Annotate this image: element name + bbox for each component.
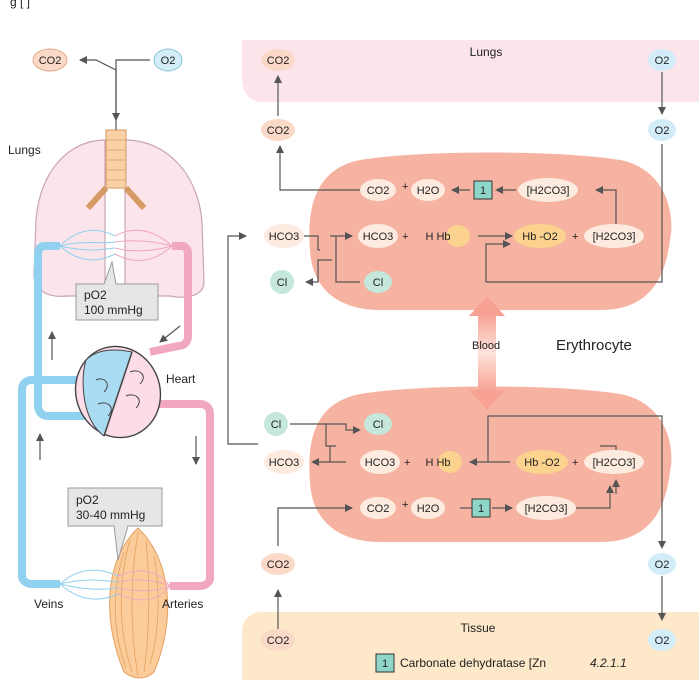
erythrocyte-label: Erythrocyte (556, 337, 632, 354)
lungs-band (242, 40, 699, 102)
plasma-co2-top: CO2 (267, 125, 290, 137)
left-o2-label: O2 (161, 55, 176, 67)
enzyme-box-top: 1 (480, 185, 486, 197)
right-reactions: Lungs Tissue Blood Erythrocyte (227, 40, 699, 680)
cell-h2o-bottom: H2O (417, 503, 440, 515)
plus-6: + (402, 499, 408, 511)
header-fragment: g [ ] (10, 0, 30, 9)
cell-hco3-top: HCO3 (363, 231, 394, 243)
cell-hbo2-bottom: Hb -O2 (524, 457, 559, 469)
plasma-cl-bottom: Cl (271, 419, 281, 431)
legend-enzyme-ec: 4.2.1.1 (590, 656, 627, 670)
cell-hhb-top: H Hb (425, 231, 450, 243)
plus-3: + (572, 231, 578, 243)
plasma-o2-top: O2 (655, 125, 670, 137)
cell-co2-bottom: CO2 (367, 503, 390, 515)
vein-loop-outer (34, 242, 92, 420)
blood-label: Blood (472, 340, 500, 352)
plus-4: + (404, 457, 410, 469)
plasma-co2-bottom: CO2 (267, 559, 290, 571)
po2-bottom-label: pO2 (76, 493, 99, 507)
cell-hco3-bottom: HCO3 (365, 457, 396, 469)
vein-loop-inner (18, 376, 92, 588)
cell-cl-top: Cl (373, 277, 383, 289)
plasma-o2-bottom: O2 (655, 559, 670, 571)
tissue-co2: CO2 (267, 635, 290, 647)
po2-bottom-value: 30-40 mmHg (76, 508, 145, 522)
tissue-band (242, 612, 699, 680)
legend-enzyme-box: 1 (382, 658, 388, 670)
tissue-capillaries (59, 569, 171, 601)
cell-h2co3-top-2: [H2CO3] (593, 231, 636, 243)
left-circulation: CO2 O2 Lungs pO2 100 mmHg Heart pO2 30-4… (8, 48, 214, 679)
enzyme-box-bottom: 1 (478, 503, 484, 515)
trachea (105, 129, 127, 189)
blood-double-arrow (469, 296, 505, 410)
arteries-label: Arteries (162, 597, 203, 611)
lungs-co2-out: CO2 (267, 55, 290, 67)
cell-h2o-top: H2O (417, 185, 440, 197)
cell-h2co3-bottom-2: [H2CO3] (525, 503, 568, 515)
heart-label: Heart (166, 372, 196, 386)
right-tissue-label: Tissue (461, 621, 496, 635)
heart-shape (74, 345, 162, 439)
plasma-cl-top: Cl (277, 277, 287, 289)
po2-top-value: 100 mmHg (84, 303, 143, 317)
plus-2: + (402, 231, 408, 243)
left-lungs-label: Lungs (8, 143, 41, 157)
veins-label: Veins (34, 597, 63, 611)
cell-co2-top: CO2 (367, 185, 390, 197)
cell-cl-bottom: Cl (373, 419, 383, 431)
lung-right-shape (124, 139, 205, 298)
cell-h2co3-bottom: [H2CO3] (593, 457, 636, 469)
po2-top-label: pO2 (84, 288, 107, 302)
legend-enzyme-name: Carbonate dehydratase [Zn (400, 656, 546, 670)
plasma-hco3-bottom: HCO3 (269, 457, 300, 469)
po2-bottom-callout (67, 487, 163, 561)
right-lungs-label: Lungs (470, 45, 503, 59)
lung-capillaries (59, 229, 173, 262)
lungs-o2-in: O2 (655, 55, 670, 67)
artery-loop-bottom (156, 400, 214, 590)
erythrocyte-bottom (309, 386, 672, 542)
lung-left-shape (33, 139, 106, 297)
cell-hbo2-top: Hb -O2 (522, 231, 557, 243)
cell-hhb-bottom: H Hb (425, 457, 450, 469)
left-co2-label: CO2 (39, 55, 62, 67)
plasma-hco3-top: HCO3 (269, 231, 300, 243)
muscle-tissue (109, 527, 169, 679)
plus-5: + (572, 457, 578, 469)
tissue-o2: O2 (655, 635, 670, 647)
artery-loop-top (149, 242, 192, 356)
plus-1: + (402, 181, 408, 193)
cell-h2co3-top: [H2CO3] (527, 185, 570, 197)
po2-top-callout (75, 260, 159, 321)
erythrocyte-top (309, 152, 672, 310)
